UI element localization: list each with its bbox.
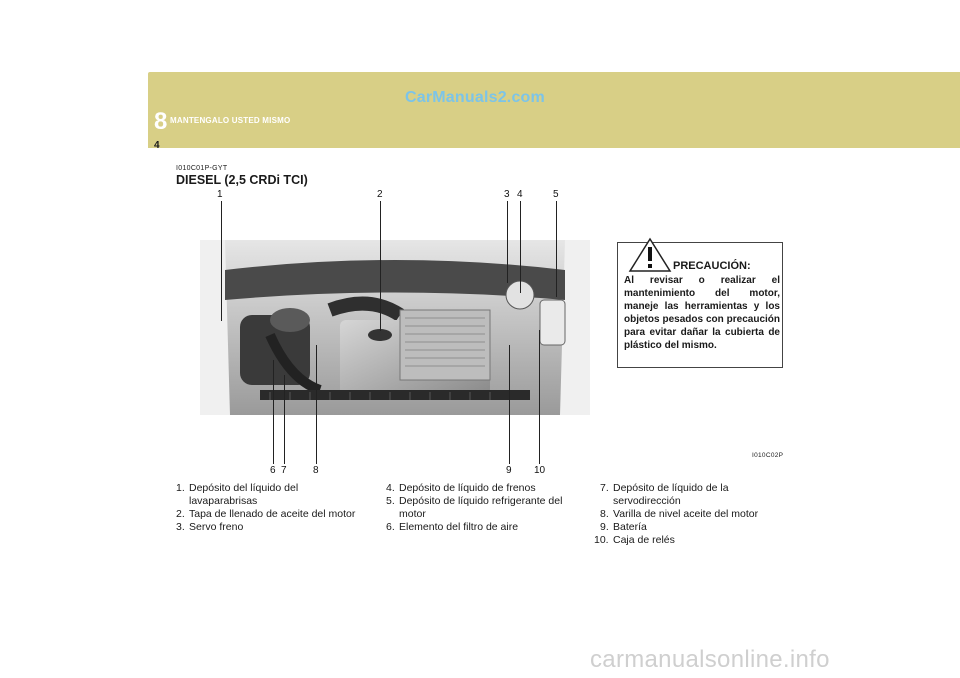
- image-code: I010C02P: [752, 452, 784, 459]
- warning-triangle-icon: [628, 237, 672, 272]
- caution-box: PRECAUCIÓN: Al revisar o realizar el man…: [617, 237, 783, 368]
- leader-line: [273, 360, 274, 464]
- leader-line: [316, 345, 317, 464]
- legend-list-1: 1.Depósito del líquido del lavaparabrisa…: [176, 482, 356, 534]
- legend-list-3: 7.Depósito de líquido de la servodirecci…: [594, 482, 784, 547]
- leader-line: [221, 201, 222, 321]
- leader-line: [380, 201, 381, 331]
- callout-7: 7: [281, 465, 287, 476]
- callout-2: 2: [377, 189, 383, 200]
- callout-4: 4: [517, 189, 523, 200]
- list-item: 2.Tapa de llenado de aceite del motor: [176, 508, 356, 520]
- callout-5: 5: [553, 189, 559, 200]
- callout-3: 3: [504, 189, 510, 200]
- leader-line: [507, 201, 508, 283]
- list-item: 8.Varilla de nivel aceite del motor: [600, 508, 759, 520]
- leader-line: [556, 201, 557, 297]
- watermark-bottom: carmanualsonline.info: [590, 646, 830, 673]
- page-number: 4: [154, 140, 160, 151]
- caution-title: PRECAUCIÓN:: [673, 260, 751, 272]
- callout-10: 10: [534, 465, 546, 476]
- header-band: [148, 72, 960, 148]
- leader-line: [520, 201, 521, 293]
- chapter-title: MANTENGALO USTED MISMO: [170, 116, 291, 125]
- section-code: I010C01P-GYT: [176, 165, 228, 172]
- chapter-number: 8: [154, 108, 168, 135]
- leader-line: [284, 375, 285, 464]
- watermark-link[interactable]: CarManuals2.com: [405, 89, 545, 106]
- callout-8: 8: [313, 465, 319, 476]
- callout-1: 1: [217, 189, 223, 200]
- list-item: 7.Depósito de líquido de la servodirecci…: [600, 482, 729, 507]
- list-item: 6.Elemento del filtro de aire: [386, 521, 519, 533]
- list-item: 9.Batería: [600, 521, 647, 533]
- leader-line: [509, 345, 510, 464]
- legend-list-2: 4.Depósito de líquido de frenos 5.Depósi…: [386, 482, 581, 534]
- engine-compartment-image: [200, 240, 590, 415]
- callout-6: 6: [270, 465, 276, 476]
- callout-9: 9: [506, 465, 512, 476]
- caution-text: Al revisar o realizar el mantenimiento d…: [624, 275, 780, 351]
- list-item: 4.Depósito de líquido de frenos: [386, 482, 536, 494]
- list-item: 5.Depósito de líquido refrigerante del m…: [386, 495, 563, 520]
- list-item: 10.Caja de relés: [594, 534, 675, 546]
- list-item: 3.Servo freno: [176, 521, 244, 533]
- section-title: DIESEL (2,5 CRDi TCI): [176, 173, 308, 187]
- list-item: 1.Depósito del líquido del lavaparabrisa…: [176, 482, 299, 507]
- leader-line: [539, 330, 540, 464]
